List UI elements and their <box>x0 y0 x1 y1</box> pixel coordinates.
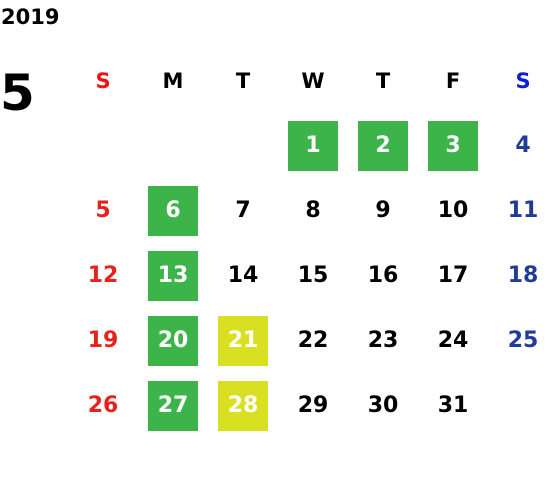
day-30: 30 <box>367 393 399 418</box>
weekday-header-friday: F <box>445 68 461 93</box>
day-11: 11 <box>507 198 539 223</box>
day-5: 5 <box>95 198 111 223</box>
day-24: 24 <box>437 328 469 353</box>
day-31: 31 <box>437 393 469 418</box>
day-cell: 21 <box>208 308 278 373</box>
day-cell-empty <box>138 113 208 178</box>
calendar-grid: S M T W T F S 1 2 3 4 5 6 7 8 9 10 11 12… <box>68 48 548 438</box>
day-cell-empty <box>68 113 138 178</box>
weekday-header-sunday: S <box>95 68 111 93</box>
day-17: 17 <box>437 263 469 288</box>
day-28-highlight: 28 <box>218 380 268 431</box>
day-21-highlight: 21 <box>218 315 268 366</box>
day-20-holiday: 20 <box>148 315 198 366</box>
day-25: 25 <box>507 328 539 353</box>
day-26: 26 <box>87 393 119 418</box>
day-22: 22 <box>297 328 329 353</box>
day-2-holiday: 2 <box>358 120 408 171</box>
day-19: 19 <box>87 328 119 353</box>
day-18: 18 <box>507 263 539 288</box>
weekday-header-wednesday: W <box>301 68 325 93</box>
day-29: 29 <box>297 393 329 418</box>
month-number: 5 <box>0 64 35 122</box>
day-cell: 6 <box>138 178 208 243</box>
day-cell: 20 <box>138 308 208 373</box>
day-cell: 1 <box>278 113 348 178</box>
day-cell: 28 <box>208 373 278 438</box>
day-cell: 13 <box>138 243 208 308</box>
day-15: 15 <box>297 263 329 288</box>
day-cell: 2 <box>348 113 418 178</box>
year-label: 2019 <box>1 5 60 29</box>
day-cell: 27 <box>138 373 208 438</box>
day-10: 10 <box>437 198 469 223</box>
weekday-header-monday: M <box>162 68 184 93</box>
day-7: 7 <box>235 198 251 223</box>
day-12: 12 <box>87 263 119 288</box>
day-1-holiday: 1 <box>288 120 338 171</box>
day-14: 14 <box>227 263 259 288</box>
day-9: 9 <box>375 198 391 223</box>
day-cell-empty <box>488 373 548 438</box>
day-23: 23 <box>367 328 399 353</box>
day-13-holiday: 13 <box>148 250 198 301</box>
day-3-holiday: 3 <box>428 120 478 171</box>
day-16: 16 <box>367 263 399 288</box>
day-8: 8 <box>305 198 321 223</box>
day-27-holiday: 27 <box>148 380 198 431</box>
day-cell: 3 <box>418 113 488 178</box>
day-cell-empty <box>208 113 278 178</box>
day-4: 4 <box>515 133 531 158</box>
weekday-header-thursday: T <box>375 68 391 93</box>
weekday-header-tuesday: T <box>235 68 251 93</box>
day-6-holiday: 6 <box>148 185 198 236</box>
weekday-header-saturday: S <box>515 68 531 93</box>
